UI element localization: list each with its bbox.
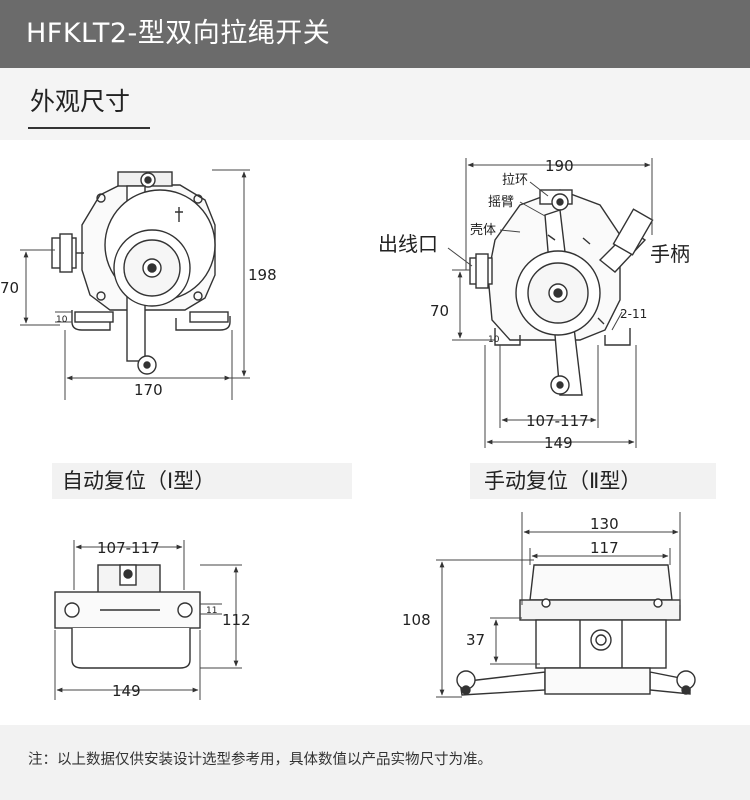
dim-149-left: 149	[112, 682, 141, 700]
caption-auto-reset: 自动复位（Ⅰ型）	[52, 463, 352, 499]
caption-manual-reset: 手动复位（Ⅱ型）	[470, 463, 716, 499]
auto-reset-top-dims	[54, 540, 242, 700]
label-handle: 手柄	[650, 242, 690, 266]
manual-reset-side-view	[456, 564, 696, 696]
dim-37: 37	[466, 631, 485, 649]
caption-manual-reset-text: 手动复位（Ⅱ型）	[484, 469, 642, 493]
manual-reset-front-dims	[447, 158, 653, 448]
dim-11: 11	[206, 606, 217, 616]
manual-reset-side-dims	[436, 512, 681, 698]
footer-band	[0, 725, 750, 800]
section-underline	[28, 127, 150, 129]
label-ring: 拉环	[502, 173, 528, 188]
dim-198: 198	[248, 266, 277, 284]
dim-130: 130	[590, 515, 619, 533]
manual-reset-front-view	[469, 189, 654, 396]
dim-70-right: 70	[430, 302, 449, 320]
dim-108: 108	[402, 611, 431, 629]
dim-170: 170	[134, 381, 163, 399]
caption-auto-reset-text: 自动复位（Ⅰ型）	[62, 469, 216, 493]
label-arm: 摇臂	[488, 195, 514, 210]
dim-107-117-right: 107-117	[526, 412, 589, 430]
footnote: 注：以上数据仅供安装设计选型参考用，具体数值以产品实物尺寸为准。	[28, 752, 492, 768]
label-shell: 壳体	[470, 223, 496, 238]
dim-112: 112	[222, 611, 251, 629]
dim-190: 190	[545, 157, 574, 175]
dim-107-117-left: 107-117	[97, 539, 160, 557]
dim-149-right: 149	[544, 434, 573, 452]
dim-70-left: 70	[0, 279, 19, 297]
auto-reset-front-view	[51, 171, 231, 375]
dim-117: 117	[590, 539, 619, 557]
dim-10-left: 10	[56, 315, 68, 325]
drawing-area: 198 70 170 10	[0, 140, 750, 725]
label-outlet: 出线口	[378, 232, 438, 256]
section-title: 外观尺寸	[30, 87, 131, 116]
dim-10-right: 10	[488, 335, 500, 345]
auto-reset-top-view	[54, 564, 201, 669]
dim-2-11: 2-11	[620, 307, 647, 321]
auto-reset-front-dims	[20, 169, 250, 400]
page-header: HFKLT2-型双向拉绳开关	[0, 0, 750, 68]
page-title: HFKLT2-型双向拉绳开关	[26, 18, 331, 49]
